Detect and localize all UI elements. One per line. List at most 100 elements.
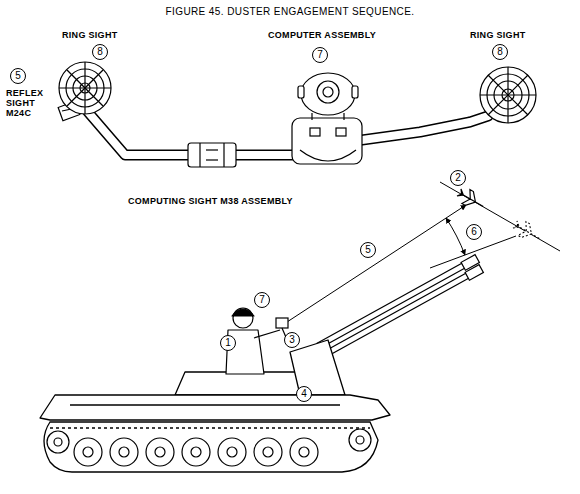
sight-arm bbox=[236, 151, 295, 159]
callout-number: 1 bbox=[220, 335, 236, 351]
road-wheels bbox=[54, 438, 62, 446]
road-wheels bbox=[155, 447, 165, 457]
gun-barrels bbox=[318, 255, 483, 356]
gunner bbox=[232, 309, 254, 316]
callout-text: 1 bbox=[225, 338, 231, 348]
sight-arm bbox=[362, 116, 488, 140]
part-label: REFLEX SIGHT M24C bbox=[6, 88, 52, 118]
target-path bbox=[440, 182, 560, 251]
lead-angle-arc bbox=[446, 218, 465, 255]
sight-arm bbox=[88, 112, 188, 155]
computer-assembly-drawing bbox=[343, 113, 344, 120]
gun-barrels bbox=[318, 262, 470, 346]
ring-sight-drawing bbox=[67, 70, 103, 106]
sight-line bbox=[287, 205, 466, 322]
road-wheels bbox=[349, 429, 371, 451]
callout-text: 5 bbox=[15, 71, 21, 81]
computer-assembly-drawing bbox=[311, 113, 312, 120]
sight-coupling bbox=[223, 143, 224, 167]
ring-sight-drawing bbox=[488, 75, 528, 115]
road-wheels bbox=[254, 438, 282, 466]
part-label: RING SIGHT bbox=[470, 30, 526, 40]
computer-assembly-drawing bbox=[352, 86, 358, 98]
tank-hull bbox=[40, 395, 390, 420]
callout-number: 4 bbox=[296, 386, 312, 402]
callout-number: 8 bbox=[92, 44, 108, 60]
sight-coupling bbox=[199, 143, 200, 167]
ring-sight-drawing bbox=[480, 67, 536, 123]
gunner-sight bbox=[276, 318, 288, 328]
computer-assembly-drawing bbox=[336, 128, 346, 136]
ring-sight-drawing bbox=[59, 62, 111, 114]
track bbox=[50, 427, 370, 428]
ring-sight-drawing bbox=[59, 62, 111, 114]
part-label: COMPUTING SIGHT M38 ASSEMBLY bbox=[128, 196, 293, 206]
sight-coupling bbox=[206, 159, 218, 160]
road-wheels bbox=[191, 447, 201, 457]
sight-coupling bbox=[188, 143, 236, 167]
gun-barrels bbox=[465, 265, 483, 281]
track bbox=[44, 422, 378, 472]
track bbox=[44, 422, 378, 472]
callout-number: 5 bbox=[10, 68, 26, 84]
ring-sight-drawing bbox=[67, 70, 103, 106]
road-wheels bbox=[218, 438, 246, 466]
callout-number: 7 bbox=[312, 47, 328, 63]
callout-text: 7 bbox=[317, 50, 323, 60]
computer-assembly-drawing bbox=[310, 128, 320, 136]
callout-number: 3 bbox=[284, 332, 300, 348]
road-wheels bbox=[182, 438, 210, 466]
road-wheels bbox=[227, 447, 237, 457]
computer-assembly-drawing bbox=[323, 87, 333, 97]
computer-assembly-drawing bbox=[292, 73, 362, 164]
part-label: COMPUTER ASSEMBLY bbox=[268, 30, 376, 40]
aircraft-future bbox=[511, 218, 543, 246]
gunner bbox=[254, 330, 280, 338]
road-wheels bbox=[47, 431, 69, 453]
callout-number: 2 bbox=[450, 170, 466, 186]
road-wheels bbox=[299, 447, 309, 457]
callout-text: 7 bbox=[259, 295, 265, 305]
sight-arm bbox=[88, 112, 188, 155]
sight-arm bbox=[362, 116, 488, 140]
tank-hull bbox=[70, 404, 340, 405]
callout-text: 6 bbox=[471, 227, 477, 237]
road-wheels bbox=[47, 429, 371, 466]
callout-text: 3 bbox=[289, 335, 295, 345]
sight-line bbox=[287, 205, 466, 322]
road-wheels bbox=[119, 447, 129, 457]
computer-assembly-drawing bbox=[301, 73, 355, 115]
ring-sight-drawing bbox=[488, 75, 528, 115]
road-wheels bbox=[83, 447, 93, 457]
computer-assembly-drawing bbox=[298, 86, 304, 98]
road-wheels bbox=[74, 438, 102, 466]
ring-sight-drawing bbox=[480, 67, 536, 123]
computer-assembly-drawing bbox=[317, 81, 339, 103]
road-wheels bbox=[110, 438, 138, 466]
callout-number: 6 bbox=[466, 224, 482, 240]
gun-barrels bbox=[322, 272, 474, 356]
callout-text: 8 bbox=[497, 47, 503, 57]
sight-arm bbox=[236, 150, 295, 161]
road-wheels bbox=[290, 438, 318, 466]
gunner bbox=[233, 308, 253, 328]
callout-number: 5 bbox=[360, 242, 376, 258]
callout-number: 7 bbox=[254, 292, 270, 308]
gun-barrels bbox=[322, 272, 474, 356]
figure-title: FIGURE 45. DUSTER ENGAGEMENT SEQUENCE. bbox=[0, 6, 580, 17]
gun-barrels bbox=[318, 262, 470, 346]
aircraft-future bbox=[511, 218, 543, 246]
computer-assembly-drawing bbox=[300, 150, 356, 161]
callout-text: 2 bbox=[455, 173, 461, 183]
sight-coupling bbox=[188, 143, 236, 167]
part-label: RING SIGHT bbox=[62, 30, 118, 40]
road-wheels bbox=[146, 438, 174, 466]
callout-text: 8 bbox=[97, 47, 103, 57]
callout-text: 5 bbox=[365, 245, 371, 255]
road-wheels bbox=[356, 436, 364, 444]
sight-arm bbox=[88, 112, 488, 155]
lead-angle-arc bbox=[446, 218, 465, 255]
